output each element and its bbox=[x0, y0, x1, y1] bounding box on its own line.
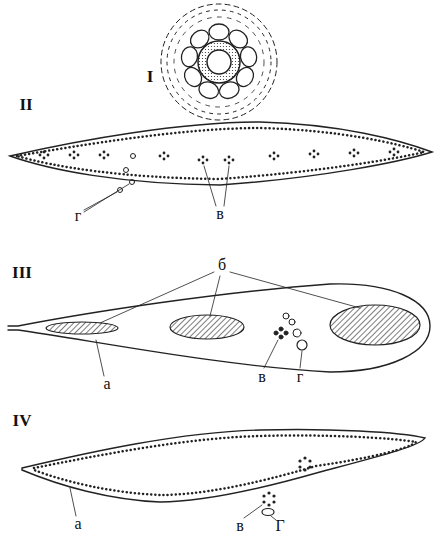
organism-body bbox=[10, 122, 432, 193]
part-letter: в bbox=[236, 518, 244, 534]
figure-number: II bbox=[19, 96, 32, 113]
cross-section bbox=[161, 4, 277, 120]
leader-line bbox=[96, 272, 360, 376]
part-letter: в bbox=[258, 369, 266, 385]
part-letter: а bbox=[74, 516, 81, 532]
leader-line bbox=[84, 166, 229, 212]
figure-number: III bbox=[12, 264, 32, 281]
part-letter: а bbox=[103, 376, 110, 392]
figure-number: I bbox=[147, 68, 154, 85]
part-letter: в bbox=[216, 206, 224, 222]
organism-body bbox=[8, 284, 430, 372]
figure-number: IV bbox=[13, 412, 32, 429]
part-letter: б bbox=[218, 257, 226, 273]
part-letter: г bbox=[297, 369, 304, 385]
organism-body bbox=[22, 429, 425, 515]
part-letter: г bbox=[75, 208, 82, 224]
part-letter: Г bbox=[275, 518, 284, 534]
leader-line bbox=[70, 488, 276, 520]
